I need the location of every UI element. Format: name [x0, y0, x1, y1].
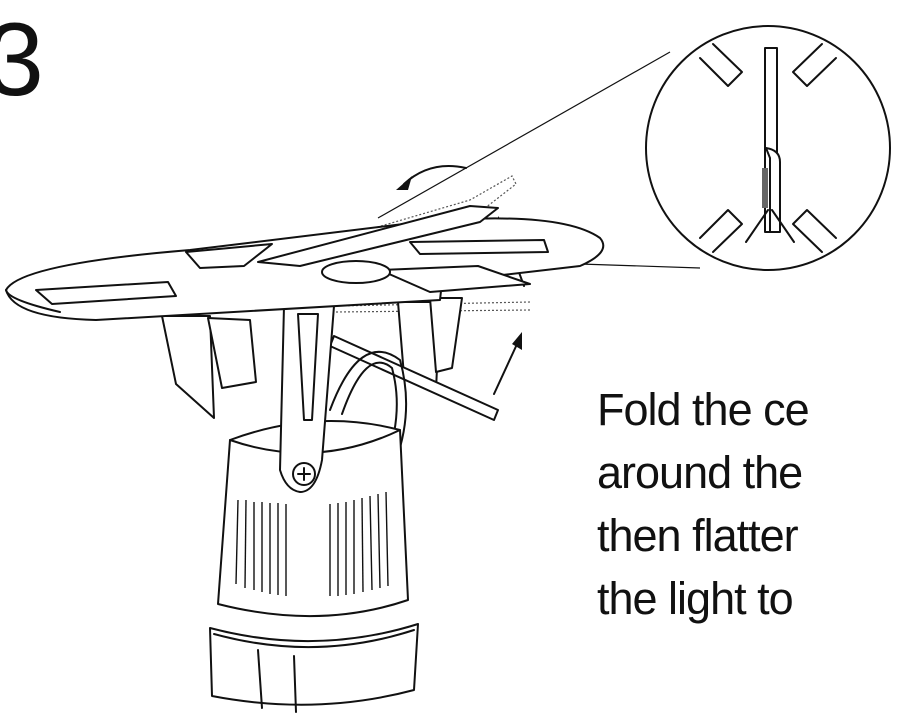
instruction-line-3: then flatter — [597, 510, 799, 561]
instruction-text: Fold the ce around the then flatter the … — [597, 378, 810, 630]
mount-bracket — [279, 305, 335, 493]
step-number: 3 — [0, 2, 44, 118]
phillips-screw-icon — [292, 462, 316, 486]
mount-fins — [161, 297, 499, 421]
detail-zoom-circle — [645, 25, 891, 271]
reflector-disc — [5, 205, 605, 321]
lamp-body — [209, 420, 419, 713]
instruction-line-4: the light to — [597, 573, 794, 624]
instruction-line-2: around the — [597, 447, 803, 498]
curved-arrow-icon — [396, 165, 467, 190]
callout-line-top — [377, 51, 671, 219]
instruction-line-1: Fold the ce — [597, 384, 810, 435]
